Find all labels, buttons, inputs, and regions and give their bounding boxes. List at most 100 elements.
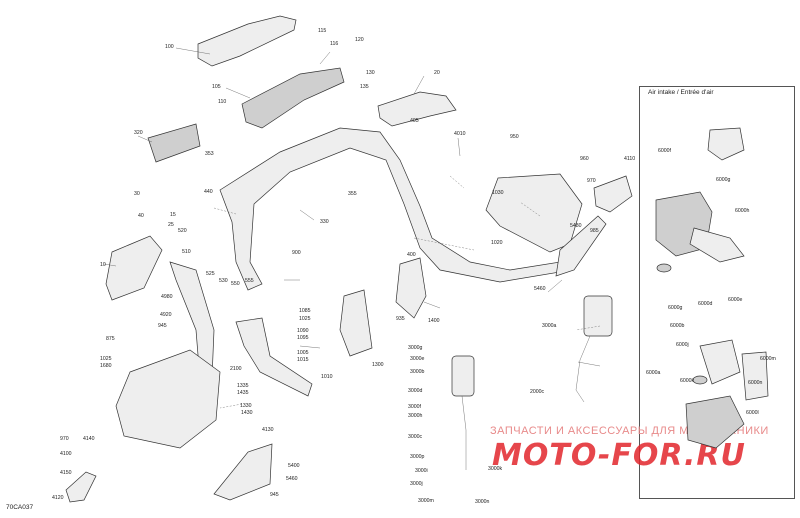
part-label: 3000g — [408, 345, 423, 351]
part-3000g-shape — [451, 355, 475, 397]
part-6000f-shape — [707, 127, 745, 161]
part-label: 5400 — [288, 463, 300, 469]
part-label: 3000n — [475, 499, 490, 505]
part-label: 1020 — [491, 240, 503, 246]
part-label: 1335 — [237, 383, 249, 389]
part-label: 5460 — [286, 476, 298, 482]
part-label: 30 — [134, 191, 140, 197]
part-3000a-shape — [583, 295, 613, 337]
part-label: 130 — [366, 70, 375, 76]
part-label: 4150 — [60, 470, 72, 476]
part-label: 945 — [270, 492, 279, 498]
part-label: 4140 — [83, 436, 95, 442]
part-label: 4980 — [161, 294, 173, 300]
part-label: 4010 — [454, 131, 466, 137]
part-label: 875 — [106, 336, 115, 342]
part-1000-shape — [235, 317, 313, 397]
part-label: 3000m — [418, 498, 434, 504]
part-label: 3000b — [410, 369, 425, 375]
part-label: 4920 — [160, 312, 172, 318]
mirror-arm-2 — [461, 395, 467, 470]
part-label: 2000c — [530, 389, 545, 395]
part-label: 10 — [100, 262, 106, 268]
part-label: 3000d — [408, 388, 423, 394]
part-label: 115 — [318, 28, 326, 34]
part-label: 20 — [434, 70, 440, 76]
part-label: 5460 — [534, 286, 546, 292]
part-6000b-shape — [692, 375, 708, 385]
part-label: 900 — [292, 250, 301, 256]
part-label: 4100 — [60, 451, 72, 457]
part-label: 330 — [320, 219, 329, 225]
part-label: 6000g — [668, 305, 683, 311]
part-1400-shape — [395, 257, 427, 319]
part-320-shape — [147, 123, 201, 163]
part-label: 1300 — [372, 362, 384, 368]
part-100-shape — [197, 15, 297, 67]
part-label: 3000p — [410, 454, 425, 460]
part-label: 3000c — [408, 434, 423, 440]
part-label: 400 — [407, 252, 416, 258]
part-label: 2100 — [230, 366, 242, 372]
part-label: 1435 — [237, 390, 249, 396]
part-label: 40 — [138, 213, 144, 219]
part-label: 1010 — [321, 374, 333, 380]
part-label: 510 — [182, 249, 191, 255]
air-intake-inset-frame — [639, 86, 795, 499]
part-label: 120 — [355, 37, 364, 43]
part-label: 525 — [206, 271, 215, 277]
part-label: 3000h — [408, 413, 423, 419]
part-1300-shape — [339, 289, 373, 357]
part-label: 6000d — [698, 301, 713, 307]
part-label: 15 — [170, 212, 176, 218]
part-label: 355 — [348, 191, 357, 197]
part-400-shape — [219, 127, 561, 291]
part-label: 555 — [245, 278, 254, 284]
part-label: 1085 — [299, 308, 311, 314]
part-label: 320 — [134, 130, 143, 136]
part-label: 1025 — [100, 356, 112, 362]
part-6000a-shape — [741, 351, 769, 401]
part-label: 110 — [218, 99, 226, 105]
part-label: 1330 — [240, 403, 252, 409]
part-label: 6000l — [746, 410, 759, 416]
part-label: 6000k — [680, 378, 695, 384]
part-label: 6000a — [646, 370, 661, 376]
part-4100-shape — [65, 471, 97, 503]
part-label: 6000g — [716, 177, 731, 183]
mirror-arm-1 — [575, 335, 591, 403]
part-label: 1005 — [297, 350, 309, 356]
part-label: 116 — [330, 41, 338, 47]
part-label: 405 — [410, 118, 419, 124]
part-label: 4120 — [52, 495, 64, 501]
part-label: 1400 — [428, 318, 440, 324]
part-5460-shape — [555, 215, 607, 277]
part-label: 3000k — [488, 466, 503, 472]
part-945-shape — [115, 349, 221, 449]
part-label: 520 — [178, 228, 187, 234]
part-label: 950 — [510, 134, 519, 140]
part-label: 100 — [165, 44, 174, 50]
part-1030-shape — [485, 173, 583, 253]
part-label: 3000i — [415, 468, 428, 474]
diagram-code: 70CA037 — [6, 504, 34, 511]
part-label: 4110 — [624, 156, 635, 162]
part-10-shape — [105, 235, 163, 301]
part-label: 6000h — [735, 208, 750, 214]
part-label: 970 — [587, 178, 596, 184]
part-label: 945 — [158, 323, 167, 329]
part-6000j-shape — [656, 263, 672, 273]
part-label: 550 — [231, 281, 240, 287]
part-label: 4130 — [262, 427, 274, 433]
part-label: 353 — [205, 151, 214, 157]
part-110-shape — [241, 67, 345, 129]
part-label: 1095 — [297, 335, 309, 341]
part-4110-shape — [593, 175, 633, 213]
part-label: 6000m — [760, 356, 776, 362]
leader-lines — [103, 47, 601, 367]
part-label: 6000b — [670, 323, 685, 329]
part-label: 1090 — [297, 328, 309, 334]
part-label: 105 — [212, 84, 221, 90]
part-label: 6000n — [748, 380, 763, 386]
